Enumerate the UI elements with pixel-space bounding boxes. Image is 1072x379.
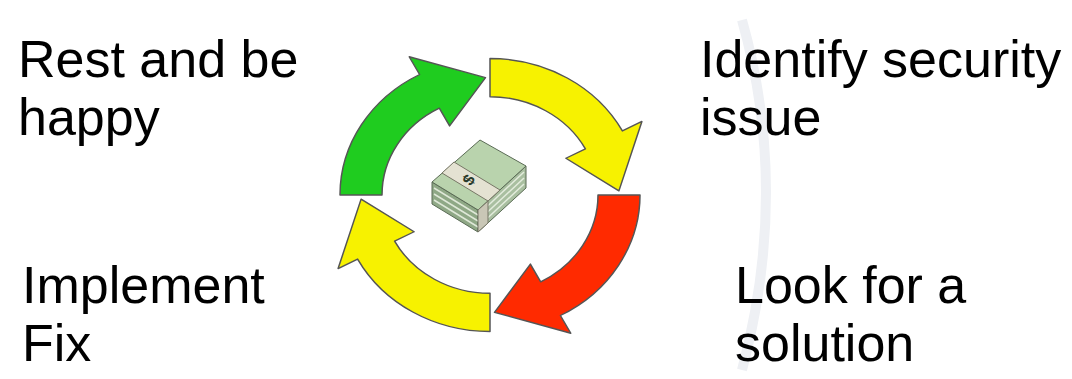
step-label: Identify security issue [700, 30, 1072, 146]
cycle-arrows [338, 57, 642, 333]
money-top [432, 140, 526, 210]
step-label: Implement Fix [22, 256, 284, 372]
green-arrow [340, 57, 486, 195]
step-label: Rest and be happy [18, 30, 318, 146]
step-label: Look for a solution [735, 256, 995, 372]
red-arrow [495, 195, 641, 333]
money-band [478, 201, 488, 232]
money-stack [432, 140, 526, 232]
money-band [442, 162, 500, 201]
